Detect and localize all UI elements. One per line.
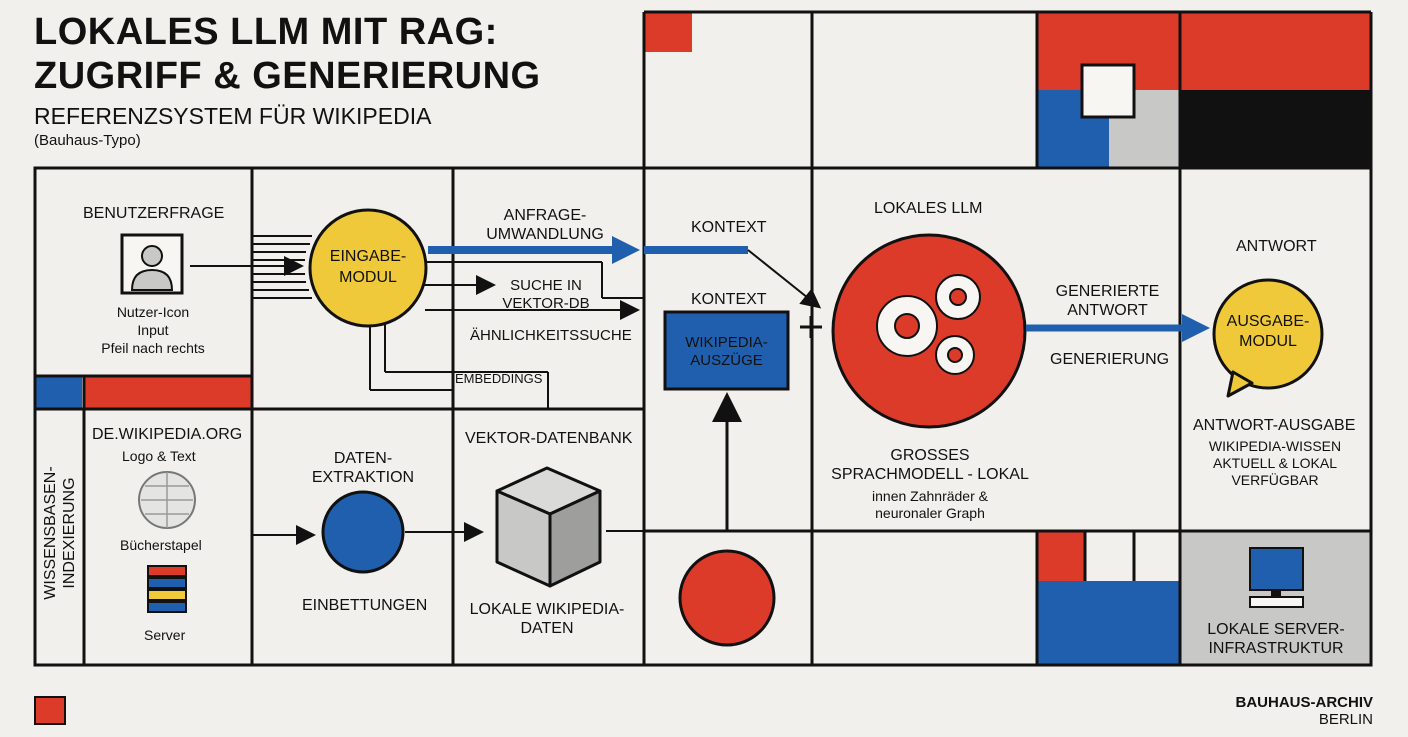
answer-output-text: WIKIPEDIA-WISSEN AKTUELL & LOKAL VERFÜGB… <box>1190 438 1360 489</box>
user-icon <box>120 233 184 295</box>
query-heading: BENUTZERFRAGE <box>83 205 225 222</box>
context-mid-label: KONTEXT <box>691 291 767 308</box>
wikipedia-globe-icon <box>138 471 196 529</box>
wiki-excerpts-line: WIKIPEDIA- <box>685 334 768 351</box>
search-line: SUCHE IN <box>510 277 582 294</box>
output-module-line: AUSGABE- <box>1226 313 1310 330</box>
answer-output-line: WIKIPEDIA-WISSEN <box>1208 438 1342 454</box>
deco-white-square <box>1080 63 1136 119</box>
indexing-side-line: INDEXIERUNG <box>61 477 78 589</box>
query-note: Pfeil nach rechts <box>101 340 205 356</box>
subtitle: REFERENZSYSTEM FÜR WIKIPEDIA <box>34 103 432 129</box>
footer-red-square <box>34 696 66 725</box>
footer-line-2: BERLIN <box>1318 711 1373 728</box>
input-module-line: EINGABE- <box>329 248 407 265</box>
local-data-line: LOKALE WIKIPEDIA- <box>469 601 625 618</box>
footer-line-1: BAUHAUS-ARCHIV <box>1235 694 1374 711</box>
answer-heading: ANTWORT <box>1236 238 1317 255</box>
generation-line: ANTWORT <box>1067 302 1148 319</box>
embedding-circle <box>321 490 405 574</box>
generation-line: GENERIERTE <box>1055 283 1160 300</box>
computer-icon <box>1249 547 1304 608</box>
books-note: Bücherstapel <box>120 537 202 553</box>
deco-red-strip <box>84 376 252 409</box>
embeddings-flow-label: EMBEDDINGS <box>455 371 543 386</box>
search-label: SUCHE IN VEKTOR-DB <box>490 277 602 313</box>
local-data-line: DATEN <box>520 620 574 637</box>
extraction-line: DATEN- <box>333 450 393 467</box>
query-note: Input <box>137 322 169 338</box>
wiki-excerpts-line: AUSZÜGE <box>690 352 763 369</box>
deco-red-small <box>1037 531 1085 581</box>
answer-output-line: VERFÜGBAR <box>1231 472 1319 488</box>
deco-blue-bottom <box>1037 581 1180 665</box>
transform-line: ANFRAGE- <box>503 207 587 224</box>
context-top-label: KONTEXT <box>691 219 767 236</box>
llm-caption: GROSSES SPRACHMODELL - LOKAL <box>825 446 1035 484</box>
output-module-line: MODUL <box>1239 333 1297 350</box>
server-stack-icon <box>147 565 187 613</box>
similarity-label: ÄHNLICHKEITSSUCHE <box>470 327 632 344</box>
extraction-line: EXTRAKTION <box>311 469 415 486</box>
transform-line: UMWANDLUNG <box>486 226 604 243</box>
infrastructure-line: LOKALE SERVER- <box>1207 621 1345 638</box>
deco-black-block <box>1180 90 1371 167</box>
infrastructure-line: INFRASTRUKTUR <box>1208 640 1344 657</box>
server-note: Server <box>144 627 186 643</box>
local-data-label: LOKALE WIKIPEDIA- DATEN <box>463 600 631 638</box>
plus-icon <box>800 316 822 338</box>
vector-db-cube-icon <box>495 466 602 588</box>
search-line: VEKTOR-DB <box>502 295 590 312</box>
generation-label: GENERIERTE ANTWORT <box>1040 282 1175 320</box>
title-line-1: LOKALES LLM MIT RAG: <box>34 11 498 53</box>
output-module-circle <box>1212 278 1324 390</box>
indexing-side-label: WISSENSBASEN- INDEXIERUNG <box>41 413 79 653</box>
infrastructure-label: LOKALE SERVER- INFRASTRUKTUR <box>1186 620 1366 658</box>
deco-red-block-right <box>1180 12 1371 90</box>
answer-output-line: AKTUELL & LOKAL <box>1213 455 1337 471</box>
wiki-source-note: Logo & Text <box>122 448 196 464</box>
title-line-2: ZUGRIFF & GENERIERUNG <box>34 55 541 97</box>
generation-sub-label: GENERIERUNG <box>1050 351 1170 368</box>
llm-note-line: neuronaler Graph <box>875 505 985 521</box>
input-module-label: EINGABE- MODUL <box>318 246 418 288</box>
wiki-excerpts-box <box>663 310 790 391</box>
llm-caption-line: SPRACHMODELL - LOKAL <box>831 466 1029 483</box>
llm-heading: LOKALES LLM <box>874 200 983 217</box>
vector-db-label: VEKTOR-DATENBANK <box>465 430 633 447</box>
query-notes: Nutzer-Icon Input Pfeil nach rechts <box>88 303 218 357</box>
llm-note-line: innen Zahnräder & <box>872 488 988 504</box>
output-module-label: AUSGABE- MODUL <box>1218 312 1318 352</box>
input-module-circle <box>308 208 428 328</box>
answer-output-title: ANTWORT-AUSGABE <box>1193 417 1356 434</box>
wiki-excerpts-label: WIKIPEDIA- AUSZÜGE <box>665 334 788 370</box>
query-note: Nutzer-Icon <box>116 304 190 320</box>
deco-red-square-top <box>644 12 692 52</box>
wiki-source-label: DE.WIKIPEDIA.ORG <box>92 426 243 443</box>
red-circle-bottom <box>678 549 776 647</box>
llm-caption-line: GROSSES <box>890 447 970 464</box>
indexing-side-line: WISSENSBASEN- <box>42 466 59 600</box>
extraction-label: DATEN- EXTRAKTION <box>298 449 428 487</box>
deco-blue-strip <box>36 376 82 409</box>
transform-label: ANFRAGE- UMWANDLUNG <box>475 206 615 244</box>
embeddings-label: EINBETTUNGEN <box>302 597 428 614</box>
subnote: (Bauhaus-Typo) <box>34 132 141 149</box>
input-module-line: MODUL <box>339 269 397 286</box>
llm-note: innen Zahnräder & neuronaler Graph <box>850 488 1010 522</box>
